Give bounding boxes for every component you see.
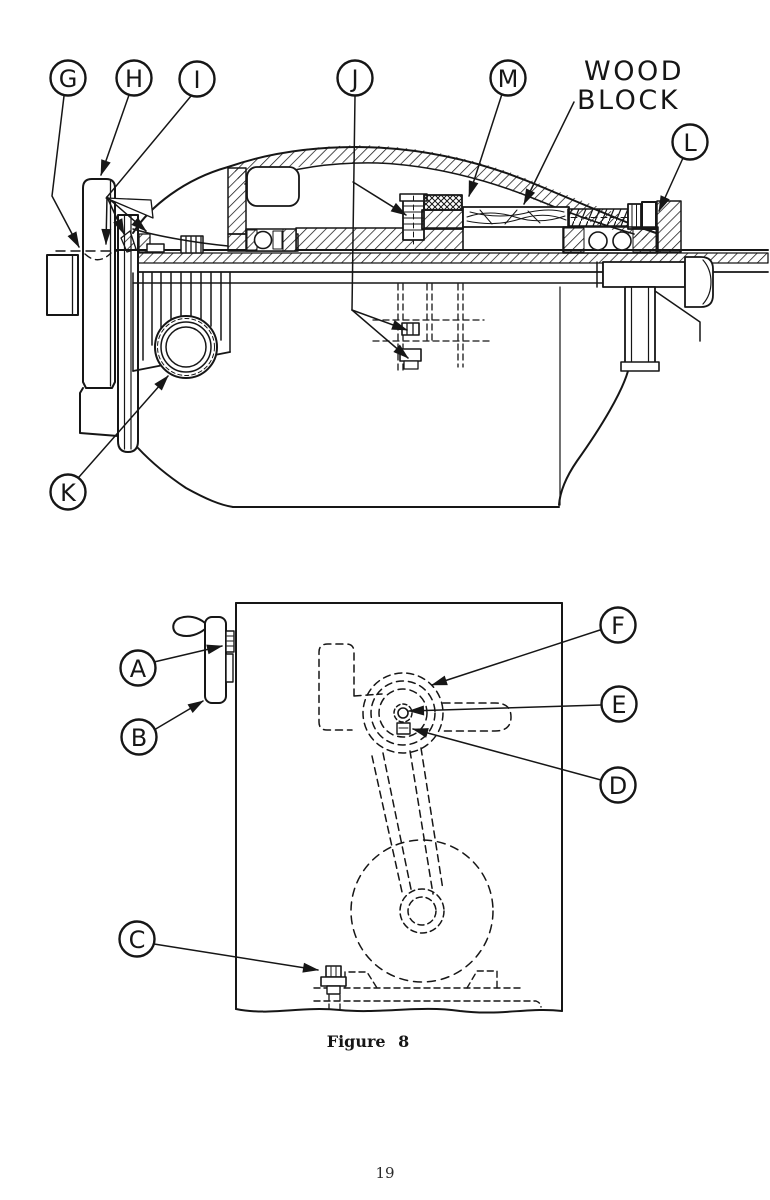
leader-a: [153, 644, 223, 663]
spindle-shaft-end: [46, 254, 79, 316]
callout-h-letter: H: [125, 65, 143, 93]
quill-end-plate: [641, 201, 657, 230]
callout-a: A: [119, 649, 157, 687]
callout-f: F: [599, 606, 637, 644]
hidden-screws: [372, 283, 492, 372]
callout-c-letter: C: [129, 926, 146, 954]
wood-block: [462, 206, 570, 228]
casting-recess: [246, 166, 300, 207]
callout-e: E: [600, 685, 638, 723]
hidden-bracket: [318, 643, 383, 731]
callout-f-letter: F: [611, 612, 625, 640]
lever-quadrant: [225, 653, 234, 683]
wood-block-label-line2: BLOCK: [577, 85, 680, 116]
knurled-nut: [421, 194, 464, 230]
bottom-diagram: A B C F E D: [118, 602, 638, 1014]
leader-e: [408, 704, 602, 716]
leader-h: [100, 94, 130, 176]
bottom-leaders: [153, 629, 602, 973]
callout-g-letter: G: [59, 65, 78, 93]
bearing-right: [562, 226, 659, 254]
hidden-slot: [442, 702, 512, 732]
bearing-left: [245, 228, 297, 252]
top-callouts: G H I J M L K: [49, 59, 709, 511]
hidden-base: [313, 970, 542, 1008]
wood-block-label-line1: WOOD: [584, 56, 684, 87]
hidden-belt: [371, 747, 444, 895]
lever-plate: [204, 616, 227, 704]
leader-c: [153, 943, 319, 973]
figure-caption: Figure 8: [327, 1032, 410, 1051]
lock-stud: [399, 193, 428, 245]
callout-e-letter: E: [611, 691, 626, 719]
leader-f: [431, 629, 601, 686]
quill-assembly: [245, 193, 659, 254]
speed-lever: [172, 615, 235, 704]
callout-g: G: [49, 59, 87, 97]
leader-k: [78, 375, 169, 478]
callout-m: M: [489, 59, 527, 97]
callout-k: K: [49, 473, 87, 511]
callout-c: C: [118, 920, 156, 958]
callout-j-letter: J: [349, 65, 358, 93]
callout-i: I: [178, 60, 216, 98]
right-tube-assembly: [596, 256, 714, 372]
page-number: 19: [375, 1164, 394, 1182]
shaft-end: [397, 707, 409, 719]
threaded-rod: [567, 203, 642, 230]
leader-j: [351, 95, 409, 359]
upper-sheave: [362, 672, 444, 754]
callout-b-letter: B: [131, 724, 147, 752]
leader-i: [101, 95, 192, 245]
bottom-callouts: A B C F E D: [118, 606, 638, 958]
callout-b: B: [120, 718, 158, 756]
panel-torn-edge: [235, 1007, 563, 1014]
callout-k-letter: K: [60, 479, 77, 507]
top-leaders: [51, 93, 684, 478]
lower-pulley: [350, 839, 494, 983]
lever-handle: [172, 615, 206, 638]
callout-l-letter: L: [683, 129, 697, 157]
quill-rings: [132, 272, 231, 372]
wood-block-label: WOOD BLOCK: [577, 56, 684, 116]
speed-knob: [154, 315, 218, 379]
callout-h: H: [115, 59, 153, 97]
callout-d: D: [599, 766, 637, 804]
mount-bolt: [320, 965, 347, 1010]
leader-m: [468, 93, 503, 197]
panel-outline: [235, 602, 563, 1014]
top-diagram: G H I J M L K: [46, 56, 769, 511]
case-body: [79, 286, 629, 508]
callout-m-letter: M: [498, 65, 519, 93]
leader-g: [51, 95, 80, 248]
leader-b: [153, 700, 204, 731]
centerline: [55, 250, 119, 261]
callout-i-letter: I: [193, 66, 200, 94]
leader-d: [412, 728, 602, 781]
support-bracket: [624, 286, 656, 369]
spindle-left-small-parts: [105, 197, 229, 254]
callout-l: L: [671, 123, 709, 161]
callout-d-letter: D: [609, 772, 627, 800]
handwheel-disc: [82, 178, 116, 389]
callout-j: J: [336, 59, 374, 97]
callout-a-letter: A: [130, 655, 147, 683]
leader-wood-block: [523, 101, 575, 205]
leader-l: [658, 157, 684, 212]
hidden-mechanism: [313, 643, 542, 1008]
